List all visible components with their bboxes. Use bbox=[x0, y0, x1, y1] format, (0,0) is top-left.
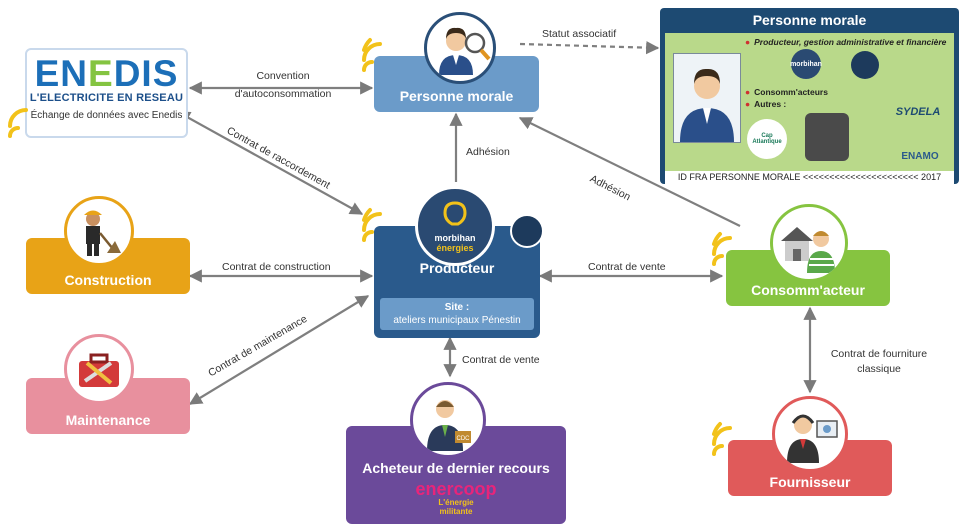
wifi-icon-consommacteur bbox=[712, 232, 732, 266]
producteur-site-label: Site : bbox=[444, 302, 470, 313]
label-construction: Contrat de construction bbox=[222, 261, 331, 273]
producteur-site-value: ateliers municipaux Pénestin bbox=[393, 315, 521, 326]
enercoop-tag2: militante bbox=[439, 507, 473, 516]
call-center-icon bbox=[772, 396, 848, 472]
morbihan-logo-line1: morbihan bbox=[434, 232, 476, 243]
node-fournisseur-label: Fournisseur bbox=[769, 474, 851, 490]
producteur-site-box: Site : ateliers municipaux Pénestin bbox=[380, 298, 534, 330]
label-convention-line2: d'autoconsommation bbox=[234, 88, 332, 101]
id-card-line1-text: Producteur, gestion administrative et fi… bbox=[754, 37, 947, 47]
label-convention: Convention d'autoconsommation bbox=[228, 70, 338, 101]
wifi-icon-fournisseur bbox=[712, 422, 732, 456]
node-producteur-label: Producteur bbox=[419, 260, 495, 276]
id-card-line3-text: Autres : bbox=[754, 99, 787, 109]
label-vente-2: Contrat de vente bbox=[462, 354, 540, 366]
enercoop-tag1: L'énergie bbox=[438, 498, 474, 507]
node-construction-label: Construction bbox=[64, 272, 152, 288]
house-person-icon bbox=[770, 204, 848, 282]
id-card-enamo-logo: ENAMO bbox=[889, 147, 951, 165]
node-acheteur-label: Acheteur de dernier recours bbox=[362, 460, 550, 476]
enercoop-logo: enercoop L'énergie militante bbox=[346, 480, 566, 516]
arrow-statut-associatif bbox=[519, 41, 660, 55]
person-magnifier-icon bbox=[424, 12, 496, 84]
toolbox-icon bbox=[64, 334, 134, 404]
wifi-icon-personne-morale bbox=[362, 38, 382, 72]
enedis-tagline: L'ELECTRICITE EN RESEAU bbox=[29, 92, 184, 104]
id-card-cap-logo-text: Cap Atlantique bbox=[752, 133, 782, 145]
enedis-logo-part2: E bbox=[88, 53, 114, 94]
id-card-line1: ●Producteur, gestion administrative et f… bbox=[745, 37, 947, 47]
worker-shovel-icon bbox=[64, 196, 134, 266]
enedis-logo-part1: EN bbox=[34, 53, 89, 94]
buyer-person-icon: CDC bbox=[410, 382, 486, 458]
label-adhesion-1: Adhésion bbox=[466, 146, 510, 158]
morbihan-energies-logo: morbihan énergies bbox=[415, 186, 495, 266]
id-card-person-icon bbox=[680, 68, 734, 142]
label-vente-1: Contrat de vente bbox=[588, 261, 666, 273]
id-card-photo bbox=[673, 53, 741, 143]
buyer-cdc-label: CDC bbox=[457, 436, 471, 442]
id-card-morbihan-logo-text: morbihan bbox=[790, 60, 822, 68]
wifi-icon-enedis bbox=[8, 108, 28, 138]
id-card-penestin-logo bbox=[805, 113, 849, 161]
arrow-raccordement bbox=[176, 111, 364, 215]
label-fourniture-line1: Contrat de fourniture bbox=[830, 348, 928, 360]
id-card-sydela-logo: SYDELA bbox=[887, 101, 949, 123]
label-statut-associatif: Statut associatif bbox=[542, 28, 617, 40]
arrow-maintenance bbox=[188, 295, 370, 405]
id-card-sydela-logo-text: SYDELA bbox=[895, 106, 941, 118]
enedis-logo-part3: DIS bbox=[113, 53, 179, 94]
small-energy-logo bbox=[510, 214, 544, 248]
node-maintenance-label: Maintenance bbox=[65, 412, 151, 428]
id-card-line2: ●Consomm'acteurs bbox=[745, 87, 828, 97]
id-card-morbihan-logo: morbihan bbox=[790, 49, 822, 79]
id-card-body: ●Producteur, gestion administrative et f… bbox=[665, 33, 954, 173]
id-card-title: Personne morale bbox=[752, 12, 867, 28]
label-convention-line1: Convention bbox=[256, 70, 310, 82]
wifi-icon-producteur bbox=[362, 208, 382, 242]
enedis-box: ENEDIS L'ELECTRICITE EN RESEAU Échange d… bbox=[25, 48, 188, 138]
enercoop-logo-text: enercoop bbox=[415, 479, 497, 499]
enedis-subtitle: Échange de données avec Enedis bbox=[30, 110, 183, 121]
id-card-energy-logo bbox=[851, 51, 879, 79]
enedis-logo: ENEDIS bbox=[27, 54, 186, 94]
node-consommacteur-label: Consomm'acteur bbox=[751, 282, 865, 298]
id-card-footer: ID FRA PERSONNE MORALE <<<<<<<<<<<<<<<<<… bbox=[665, 171, 954, 184]
id-card-line2-text: Consomm'acteurs bbox=[754, 87, 828, 97]
lightbulb-icon bbox=[443, 200, 467, 225]
id-card: Personne morale ●Producteur, gestion adm… bbox=[660, 8, 959, 184]
label-fourniture-line2: classique bbox=[857, 363, 901, 376]
id-card-cap-logo: Cap Atlantique bbox=[747, 119, 787, 159]
id-card-line3: ●Autres : bbox=[745, 99, 787, 109]
arrow-adhesion-2 bbox=[518, 117, 741, 227]
label-fourniture: Contrat de fourniture classique bbox=[814, 348, 944, 376]
morbihan-logo-line2: énergies bbox=[436, 242, 474, 253]
id-card-enamo-logo-text: ENAMO bbox=[901, 150, 939, 162]
node-personne-morale-label: Personne morale bbox=[399, 88, 514, 104]
